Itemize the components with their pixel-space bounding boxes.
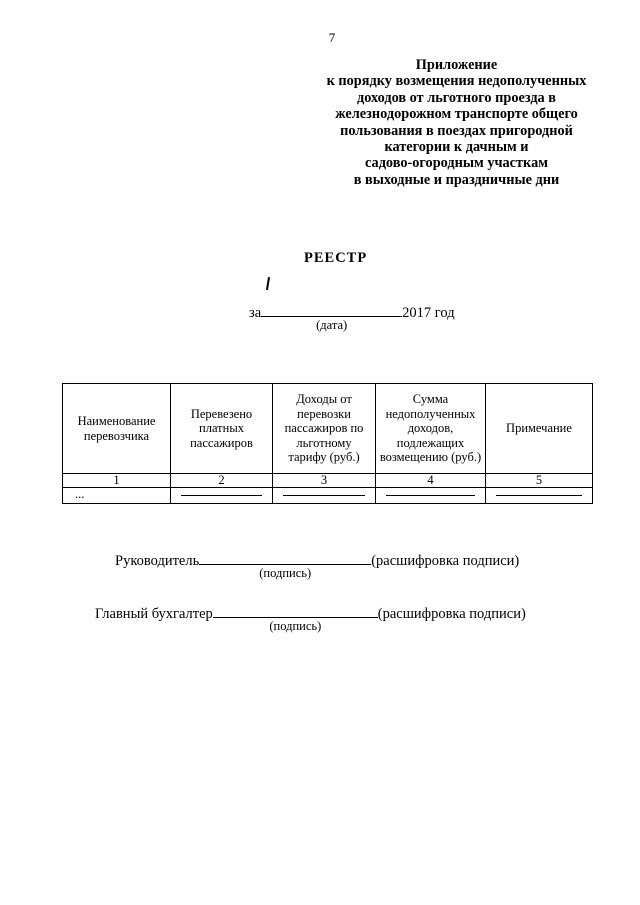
table-cell-blank <box>170 487 273 504</box>
header-cell-passengers: Перевезено платных пассажиров <box>170 383 273 474</box>
document-title: РЕЕСТР <box>304 250 368 266</box>
signature-label: Главный бухгалтер <box>95 606 213 622</box>
date-blank-line: (дата) <box>261 303 403 332</box>
table-data-row: ... <box>62 487 593 504</box>
signature-suffix: (расшифровка подписи) <box>371 553 520 569</box>
appendix-header: Приложение к порядку возмещения недополу… <box>283 57 630 188</box>
header-cell-income: Доходы от перевозки пассажиров по льготн… <box>272 383 376 474</box>
blank-fill-line <box>180 495 263 496</box>
table-cell-ellipsis: ... <box>62 487 171 504</box>
column-number: 3 <box>272 473 376 488</box>
appendix-line: в выходные и праздничные дни <box>353 171 560 188</box>
signature-director: Руководитель (подпись) (расшифровка подпис… <box>115 551 520 580</box>
signature-caption: (подпись) <box>269 619 322 633</box>
appendix-line: категории к дачным и <box>384 139 529 156</box>
column-number: 2 <box>170 473 273 488</box>
signature-caption: (подпись) <box>259 566 312 580</box>
appendix-line: пользования в поездах пригородной <box>340 122 573 139</box>
appendix-line: к порядку возмещения недополученных <box>326 73 587 90</box>
appendix-line: садово-огородным участкам <box>365 155 548 172</box>
header-cell-note: Примечание <box>485 383 593 474</box>
appendix-line: железнодорожном транспорте общего <box>335 106 578 123</box>
header-cell-compensation: Сумма недополученных доходов, подлежащих… <box>375 383 486 474</box>
table-cell-blank <box>485 487 593 504</box>
page-number: 7 <box>328 30 336 45</box>
column-number: 5 <box>485 473 593 488</box>
date-year: 2017 год <box>402 305 455 321</box>
blank-fill-line <box>282 495 366 496</box>
table-cell-blank <box>272 487 376 504</box>
table-cell-blank <box>375 487 486 504</box>
blank-fill-line <box>496 495 582 496</box>
header-cell-carrier: Наименование перевозчика <box>62 383 171 474</box>
column-number: 4 <box>375 473 486 488</box>
signature-label: Руководитель <box>115 553 200 569</box>
appendix-line: доходов от льготного проезда в <box>356 89 557 106</box>
signature-suffix: (расшифровка подписи) <box>377 606 526 622</box>
registry-table: Наименование перевозчика Перевезено плат… <box>62 383 593 504</box>
scan-artifact-mark <box>265 276 270 291</box>
signature-blank-line: (подпись) <box>212 604 378 633</box>
signature-accountant: Главный бухгалтер (подпись) (расшифровка п… <box>95 604 526 633</box>
table-header-row: Наименование перевозчика Перевезено плат… <box>62 383 593 474</box>
date-caption: (дата) <box>316 318 348 332</box>
blank-fill-line <box>386 495 475 496</box>
signature-blank-line: (подпись) <box>199 551 372 580</box>
column-number: 1 <box>62 473 171 488</box>
column-number-row: 1 2 3 4 5 <box>62 473 593 488</box>
date-prefix: за <box>249 305 262 321</box>
date-line: за (дата) 2017 год <box>249 303 455 332</box>
appendix-line: Приложение <box>415 57 498 73</box>
